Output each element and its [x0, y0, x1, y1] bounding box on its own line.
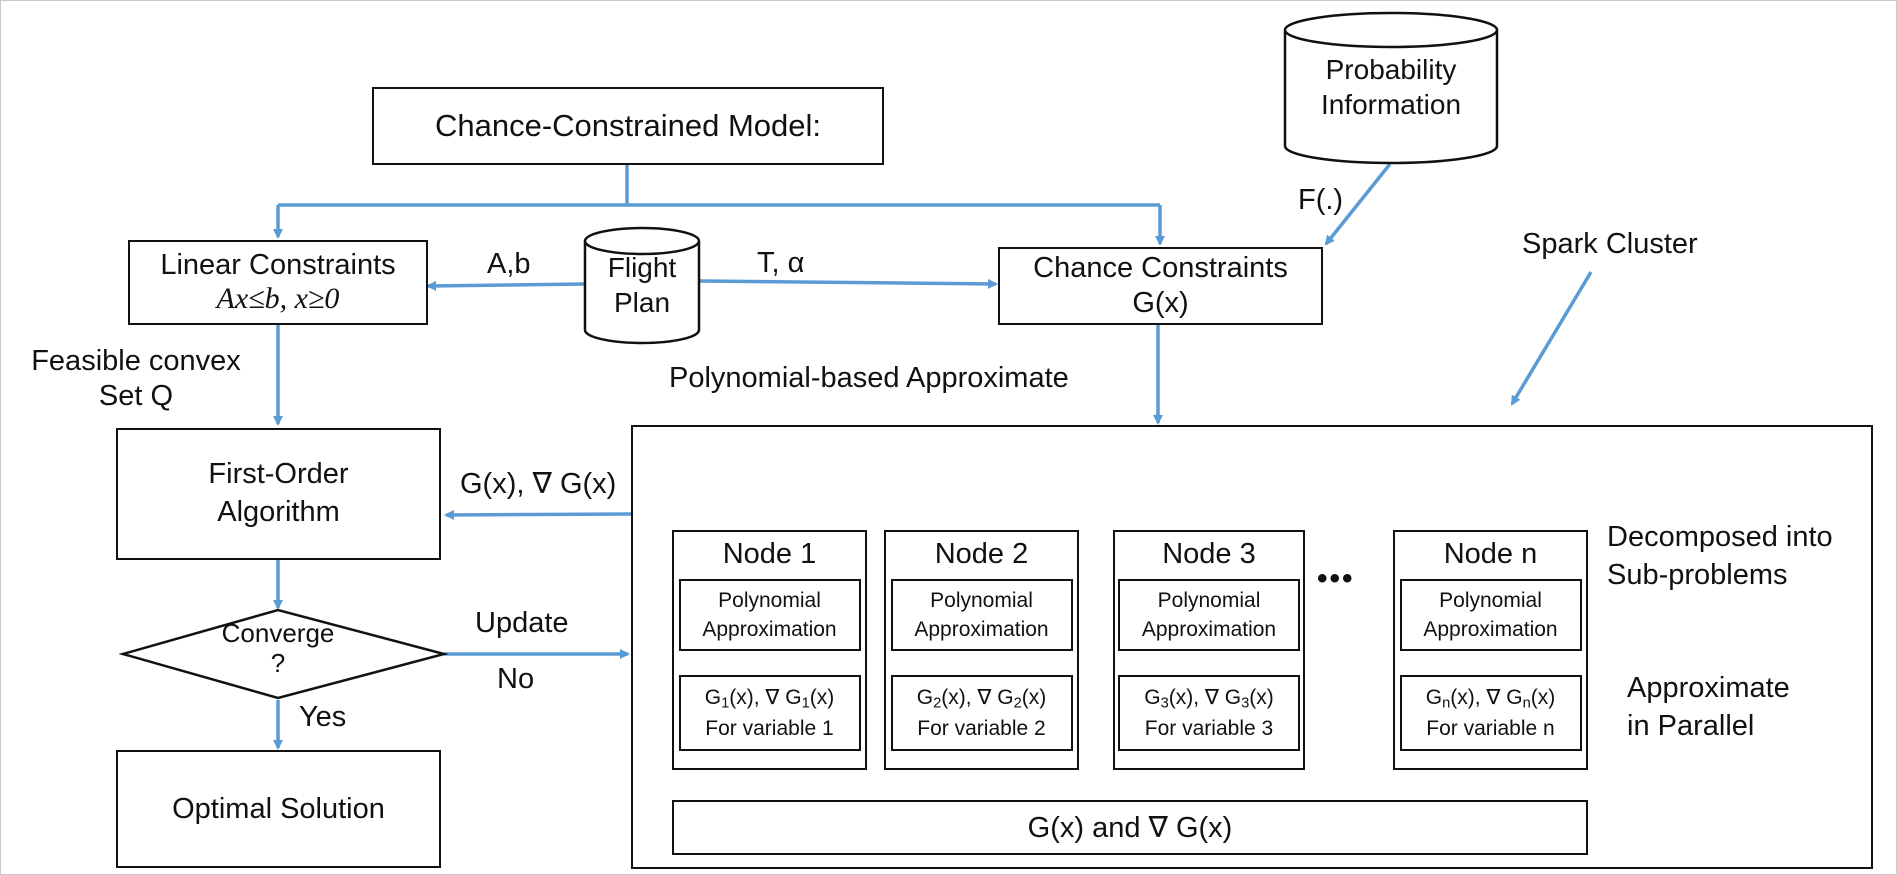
first-order-line-1: First-Order [208, 458, 349, 491]
arrow-flight-to-linear [426, 280, 586, 291]
node-1-variable: For variable 1 [705, 716, 834, 740]
node-3-poly-line-1: Polynomial [1157, 588, 1261, 612]
node-2-box: Node 2 Polynomial Approximation G2(x), ∇… [884, 530, 1079, 770]
node-n-title: Node n [1443, 538, 1538, 570]
parallel-line-1: Approximate [1627, 672, 1790, 704]
node-1-box: Node 1 Polynomial Approximation G1(x), ∇… [672, 530, 867, 770]
probability-database-icon [1283, 11, 1499, 165]
node-2-poly-line-2: Approximation [914, 618, 1049, 641]
update-label: Update [475, 607, 569, 639]
decomposed-line-1: Decomposed into [1607, 521, 1833, 553]
chance-constraints-box: Chance Constraints G(x) [998, 247, 1323, 325]
chance-constrained-model-box: Chance-Constrained Model: [372, 87, 884, 165]
arrow-cluster-to-first-order [444, 509, 632, 520]
t-alpha-label: T, α [757, 247, 805, 279]
node-n-gradient-box: Gn(x), ∇ Gn(x) For variable n [1399, 675, 1582, 751]
no-label: No [497, 663, 535, 695]
node-n-gradient-formula: Gn(x), ∇ Gn(x) [1425, 685, 1556, 712]
converge-label: Converge ? [188, 618, 368, 679]
ellipsis: ••• [1317, 562, 1355, 595]
first-order-line-2: Algorithm [217, 496, 340, 528]
linear-box-title: Linear Constraints [160, 248, 396, 281]
feasible-line-1: Feasible convex [31, 345, 241, 377]
decomposed-line-2: Sub-problems [1607, 558, 1788, 591]
converge-line-2: ? [270, 647, 286, 678]
flight-plan-label: Flight Plan [585, 250, 699, 320]
feasible-set-label: Feasible convex Set Q [20, 344, 252, 414]
probability-line-1: Probability [1325, 54, 1457, 85]
aggregate-gradient-box: G(x) and ∇ G(x) [672, 800, 1588, 855]
node-3-gradient-formula: G3(x), ∇ G3(x) [1144, 685, 1274, 712]
converge-diamond-shape [118, 608, 449, 700]
spark-cluster-label: Spark Cluster [1522, 228, 1698, 260]
node-1-title: Node 1 [722, 538, 817, 570]
node-1-gradient-formula: G1(x), ∇ G1(x) [704, 685, 835, 712]
node-n-poly-line-2: Approximation [1423, 618, 1558, 641]
parallel-line-2: in Parallel [1627, 709, 1755, 742]
flight-plan-database-icon [583, 226, 701, 345]
node-3-poly-line-2: Approximation [1141, 618, 1277, 641]
node-3-gradient-box: G3(x), ∇ G3(x) For variable 3 [1118, 675, 1300, 751]
arrow-spark-pointer [1510, 271, 1593, 406]
flight-line-1: Flight [607, 252, 677, 283]
node-2-gradient-box: G2(x), ∇ G2(x) For variable 2 [890, 675, 1073, 751]
converge-line-1: Converge [221, 618, 335, 648]
node-n-poly-line-1: Polynomial [1439, 588, 1542, 612]
yes-label: Yes [299, 701, 347, 733]
node-2-polynomial-box: Polynomial Approximation [890, 579, 1073, 651]
probability-line-2: Information [1320, 89, 1462, 120]
node-1-polynomial-box: Polynomial Approximation [678, 579, 861, 651]
node-3-variable: For variable 3 [1144, 716, 1274, 740]
node-3-box: Node 3 Polynomial Approximation G3(x), ∇… [1113, 530, 1305, 770]
gradient-label: G(x), ∇ G(x) [460, 468, 617, 500]
flight-line-2: Plan [613, 287, 671, 318]
node-1-gradient-box: G1(x), ∇ G1(x) For variable 1 [678, 675, 861, 751]
node-3-title: Node 3 [1162, 538, 1256, 570]
optimal-solution-box: Optimal Solution [116, 750, 441, 868]
probability-information-label: Probability Information [1285, 52, 1497, 122]
node-n-variable: For variable n [1426, 716, 1555, 740]
node-n-polynomial-box: Polynomial Approximation [1399, 579, 1582, 651]
arrow-flight-to-chance [699, 278, 998, 289]
model-box-label: Chance-Constrained Model: [435, 108, 821, 143]
f-label: F(.) [1298, 184, 1344, 216]
chance-box-function: G(x) [1132, 287, 1189, 319]
node-3-polynomial-box: Polynomial Approximation [1118, 579, 1300, 651]
ab-label: A,b [487, 248, 531, 280]
node-2-title: Node 2 [934, 538, 1029, 570]
arrow-probability-to-chance [1324, 162, 1392, 246]
node-2-gradient-formula: G2(x), ∇ G2(x) [916, 685, 1047, 712]
aggregate-label: G(x) and ∇ G(x) [1027, 812, 1233, 844]
node-2-variable: For variable 2 [917, 716, 1046, 740]
optimal-solution-label: Optimal Solution [172, 792, 385, 825]
node-n-box: Node n Polynomial Approximation Gn(x), ∇… [1393, 530, 1588, 770]
polynomial-approximate-label: Polynomial-based Approximate [669, 362, 1069, 394]
node-1-poly-line-1: Polynomial [718, 588, 821, 612]
first-order-algorithm-box: First-Order Algorithm [116, 428, 441, 560]
node-2-poly-line-1: Polynomial [930, 588, 1033, 612]
chance-box-title: Chance Constraints [1033, 252, 1288, 285]
linear-box-formula: Ax≤b, x≥0 [216, 281, 340, 315]
linear-constraints-box: Linear Constraints Ax≤b, x≥0 [128, 240, 428, 325]
feasible-line-2: Set Q [98, 379, 174, 412]
decomposed-label: Decomposed into Sub-problems [1607, 519, 1833, 594]
parallel-label: Approximate in Parallel [1627, 670, 1790, 745]
node-1-poly-line-2: Approximation [702, 618, 837, 641]
